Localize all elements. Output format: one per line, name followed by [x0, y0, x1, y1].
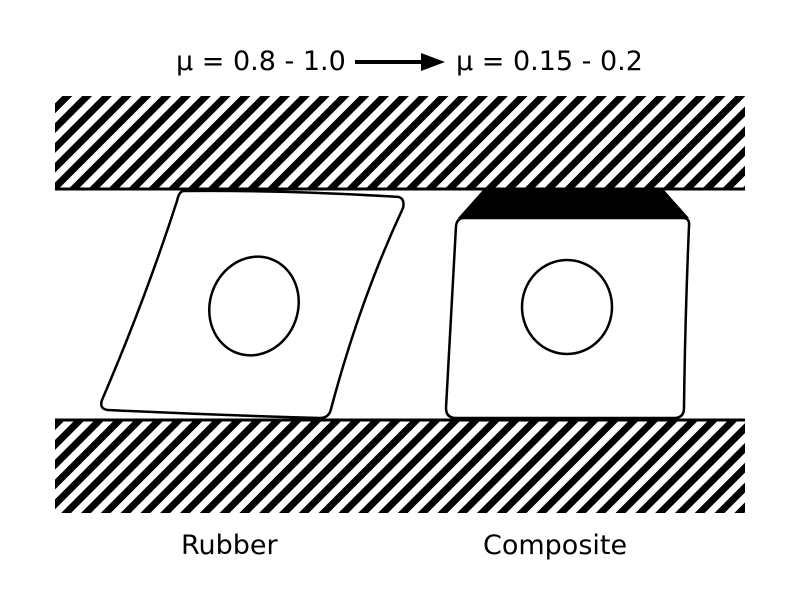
composite-label: Composite: [483, 530, 628, 561]
rubber-label: Rubber: [181, 530, 278, 561]
friction-rubber-text: μ = 0.8 - 1.0: [176, 46, 346, 77]
composite-bearing-hole: [520, 258, 614, 356]
composite-friction-layer: [458, 190, 689, 218]
right-arrow-icon: [355, 53, 445, 71]
rubber-bearing-hole: [208, 255, 300, 357]
friction-header: μ = 0.8 - 1.0 μ = 0.15 - 0.2: [0, 40, 800, 84]
top-plate: [55, 96, 745, 189]
friction-composite-text: μ = 0.15 - 0.2: [456, 46, 643, 77]
bottom-plate: [55, 420, 745, 513]
